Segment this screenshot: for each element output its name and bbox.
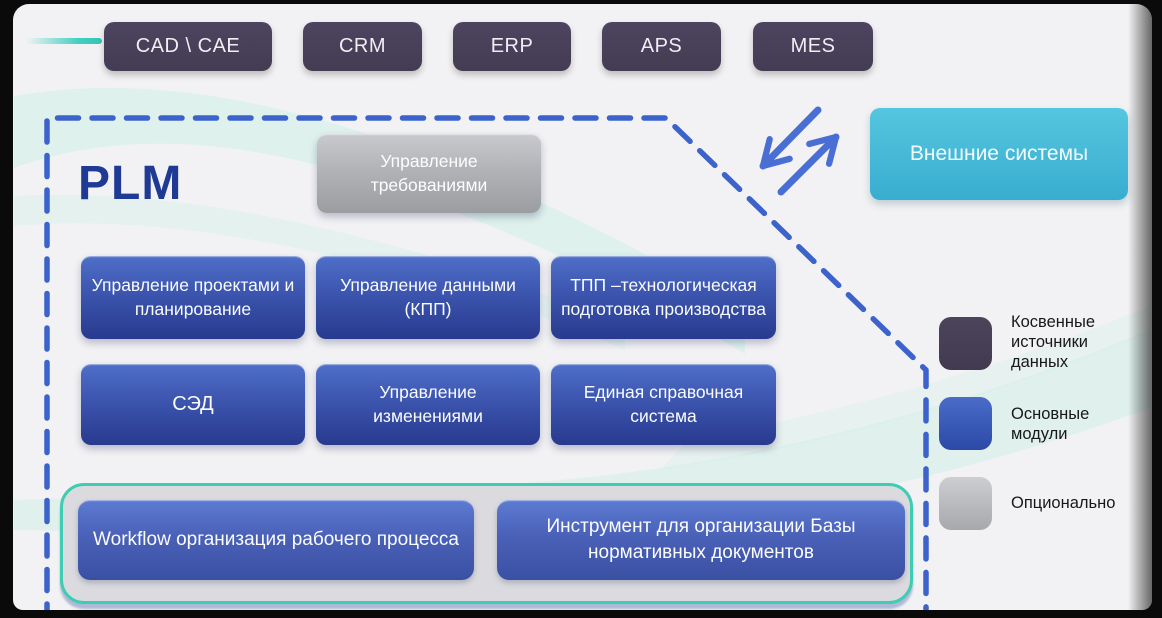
system-box-aps: APS	[602, 22, 721, 71]
legend-swatch-optional	[939, 477, 992, 530]
teal-swoosh-decoration	[26, 38, 102, 44]
plm-title: PLM	[78, 157, 183, 210]
system-box-label: CAD \ CAE	[135, 35, 241, 57]
module-unified-reference-system: Единая справочная система	[551, 364, 776, 445]
module-tpp: ТПП –технологическая подготовка производ…	[551, 256, 776, 339]
module-label: Единая справочная система	[583, 382, 744, 426]
module-change-management: Управление изменениями	[316, 364, 540, 445]
module-label: Управление изменениями	[373, 382, 483, 426]
module-label: СЭД	[172, 393, 214, 416]
plm-dashed-border	[44, 115, 929, 610]
system-box-cad-cae: CAD \ CAE	[104, 22, 272, 71]
module-workflow: Workflow организация рабочего процесса	[78, 500, 474, 580]
system-box-erp: ERP	[453, 22, 571, 71]
module-project-management: Управление проектами и планирование	[81, 256, 305, 339]
legend-swatch-indirect-sources	[939, 317, 992, 370]
module-normative-documents-base: Инструмент для организации Базы норматив…	[497, 500, 905, 580]
system-box-crm: CRM	[303, 22, 422, 71]
legend-label-core-modules: Основные модули	[1011, 405, 1090, 444]
arrow-up-right-icon	[777, 133, 840, 196]
module-data-management: Управление данными (КПП)	[316, 256, 540, 339]
module-sed: СЭД	[81, 364, 305, 445]
slide-background: CAD \ CAE CRM ERP APS MES PLM Управление…	[13, 4, 1152, 610]
data-exchange-arrows	[759, 106, 840, 196]
external-systems-box: Внешние системы	[870, 108, 1128, 200]
arrow-down-left-icon	[759, 106, 822, 170]
module-label: Инструмент для организации Базы норматив…	[546, 516, 856, 563]
external-systems-label: Внешние системы	[909, 142, 1089, 165]
legend-label-optional: Опционально	[1011, 494, 1116, 512]
legend-swatch-core-modules	[939, 397, 992, 450]
legend-label-indirect-sources: Косвенные источники данных	[1011, 313, 1096, 372]
system-box-label: APS	[640, 35, 683, 57]
module-label: Workflow организация рабочего процесса	[93, 529, 459, 551]
module-label: Управление данными (КПП)	[340, 275, 516, 319]
diagram-stage: CAD \ CAE CRM ERP APS MES PLM Управление…	[13, 4, 1152, 610]
module-requirements-management: Управление требованиями	[317, 134, 541, 213]
plm-boundary-and-arrows	[44, 106, 929, 610]
system-box-mes: MES	[753, 22, 873, 71]
system-box-label: MES	[790, 35, 836, 57]
module-label: Управление требованиями	[370, 151, 488, 195]
system-box-label: ERP	[490, 35, 534, 57]
system-box-label: CRM	[338, 35, 387, 57]
module-label: Управление проектами и планирование	[91, 275, 295, 319]
module-label: ТПП –технологическая подготовка производ…	[561, 275, 766, 319]
workflow-group-container: Workflow организация рабочего процесса И…	[60, 483, 913, 604]
